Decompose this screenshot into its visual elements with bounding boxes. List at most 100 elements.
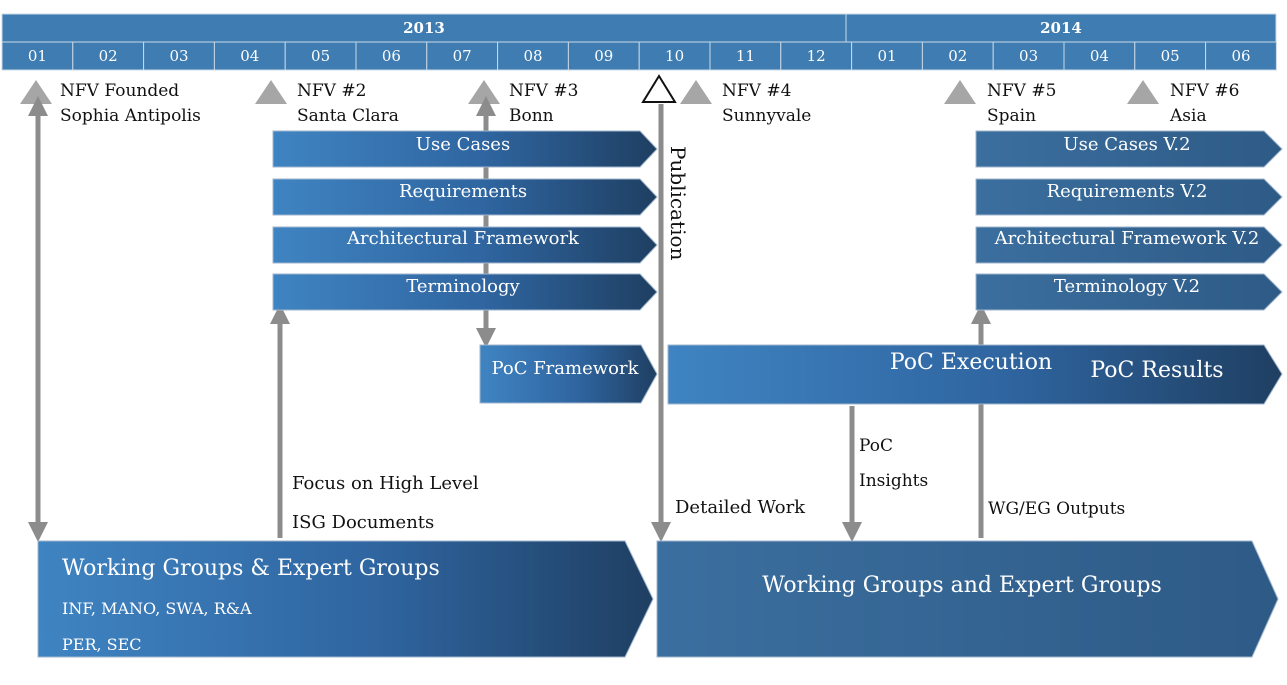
month-label: 07 [453, 47, 472, 65]
meeting-5-location: Spain [987, 106, 1036, 126]
month-label: 05 [1161, 47, 1180, 65]
month-label: 01 [877, 47, 896, 65]
month-label: 01 [28, 47, 47, 65]
month-cell [213, 41, 286, 71]
wg2-title: Working Groups and Expert Groups [762, 573, 1162, 598]
meeting-6-title: NFV #6 [1170, 81, 1239, 101]
poc-framework-box [479, 344, 658, 404]
month-row: 01 02 03 04 05 06 07 08 09 10 11 12 01 02 03 04 05 06 [1, 41, 1277, 71]
meeting-marker-icon [944, 80, 976, 104]
month-cell [780, 41, 853, 71]
month-cell [638, 41, 711, 71]
meeting-4-title: NFV #4 [722, 81, 791, 101]
month-cell [355, 41, 428, 71]
use-cases-v2-label: Use Cases V.2 [1063, 134, 1190, 155]
wg-outputs-note: WG/EG Outputs [988, 499, 1125, 519]
meeting-6-location: Asia [1169, 106, 1207, 126]
meeting-marker-icon [255, 80, 287, 104]
wg1-title: Working Groups & Expert Groups [62, 556, 440, 581]
use-cases-box [272, 130, 658, 168]
arch-framework-v2-box [975, 226, 1283, 264]
month-cell [284, 41, 357, 71]
month-label: 11 [736, 47, 755, 65]
meeting-marker-icon [468, 80, 500, 104]
meeting-2-location: Santa Clara [297, 106, 399, 126]
annotations: Focus on High Level ISG Documents Detail… [292, 436, 1125, 533]
month-label: 03 [169, 47, 188, 65]
meeting-2-title: NFV #2 [297, 81, 366, 101]
wg-box-phase1 [37, 540, 654, 658]
month-cell [1205, 41, 1277, 71]
month-cell [497, 41, 569, 71]
poc-section: PoC Framework PoC Execution PoC Results [479, 344, 1283, 405]
meeting-4-location: Sunnyvale [722, 106, 811, 126]
year-cell-2013 [1, 13, 847, 43]
month-label: 08 [523, 47, 542, 65]
month-label: 02 [948, 47, 967, 65]
terminology-box [272, 273, 658, 311]
month-label: 02 [99, 47, 118, 65]
meeting-1-title: NFV Founded [60, 81, 179, 101]
requirements-box [272, 178, 658, 216]
month-label: 04 [1090, 47, 1109, 65]
meeting-1-location: Sophia Antipolis [60, 106, 201, 126]
meeting-marker-icon [20, 80, 52, 104]
month-label: 09 [594, 47, 613, 65]
publication-marker-icon [641, 74, 677, 103]
poc-results-label: PoC Results [1090, 358, 1223, 383]
month-label: 06 [382, 47, 401, 65]
arch-framework-v2-label: Architectural Framework V.2 [994, 228, 1260, 249]
month-cell [709, 41, 782, 71]
working-groups: Working Groups & Expert Groups INF, MANO… [37, 540, 1279, 658]
poc-framework-label: PoC Framework [491, 358, 639, 379]
terminology-v2-box [975, 273, 1283, 311]
timeline-header: 2013 2014 01 02 03 04 05 06 07 08 09 10 11 12 01 02 03… [1, 13, 1277, 71]
poc-execution-box [667, 344, 1283, 405]
meeting-3-location: Bonn [509, 106, 554, 126]
wg1-line2: PER, SEC [62, 635, 142, 654]
poc-insights-line1: PoC [859, 436, 893, 456]
poc-execution-label: PoC Execution [890, 350, 1052, 375]
detailed-work-note: Detailed Work [675, 497, 806, 518]
month-label: 05 [311, 47, 330, 65]
connectors [28, 96, 991, 542]
month-cell [1, 41, 74, 71]
year-label-2013: 2013 [403, 19, 445, 37]
month-cell [143, 41, 215, 71]
year-label-2014: 2014 [1040, 19, 1082, 37]
terminology-label: Terminology [406, 276, 520, 297]
month-cell [1063, 41, 1136, 71]
year-cell-2014 [845, 13, 1277, 43]
meeting-5-title: NFV #5 [987, 81, 1056, 101]
month-cell [921, 41, 994, 71]
focus-note-line1: Focus on High Level [292, 473, 479, 494]
month-label: 03 [1019, 47, 1038, 65]
publication-label: Publication [666, 146, 690, 261]
month-label: 04 [240, 47, 259, 65]
phase1-documents: Use Cases Requirements Architectural Fra… [272, 130, 658, 311]
use-cases-v2-box [975, 130, 1283, 168]
month-label: 06 [1231, 47, 1250, 65]
focus-note-line2: ISG Documents [292, 512, 434, 533]
meetings: NFV Founded Sophia Antipolis NFV #2 Sant… [20, 74, 1239, 126]
requirements-v2-label: Requirements V.2 [1047, 181, 1208, 202]
use-cases-label: Use Cases [416, 134, 510, 155]
wg1-line1: INF, MANO, SWA, R&A [62, 599, 252, 618]
arch-framework-label: Architectural Framework [346, 228, 580, 249]
meeting-marker-icon [680, 80, 712, 104]
requirements-v2-box [975, 178, 1283, 216]
phase2-documents: Use Cases V.2 Requirements V.2 Architect… [975, 130, 1283, 311]
month-cell [1134, 41, 1207, 71]
requirements-label: Requirements [399, 181, 527, 202]
meeting-3-title: NFV #3 [509, 81, 578, 101]
meeting-marker-icon [1127, 80, 1159, 104]
month-cell [992, 41, 1065, 71]
arch-framework-box [272, 226, 658, 264]
wg-box-phase2 [656, 540, 1279, 658]
poc-insights-line2: Insights [859, 471, 928, 491]
month-label: 12 [807, 47, 826, 65]
terminology-v2-label: Terminology V.2 [1054, 276, 1200, 297]
month-label: 10 [665, 47, 684, 65]
month-cell [426, 41, 499, 71]
